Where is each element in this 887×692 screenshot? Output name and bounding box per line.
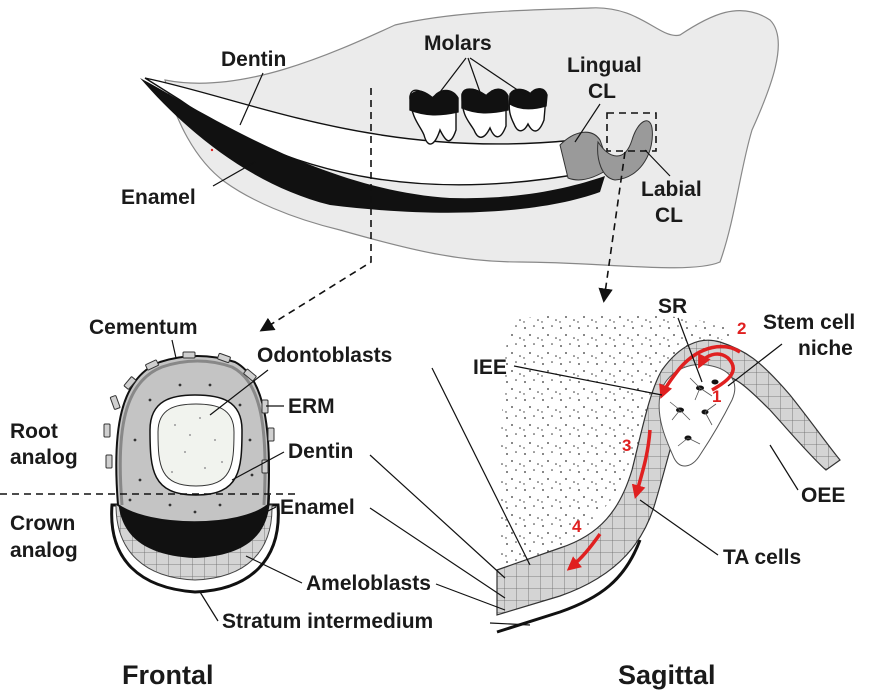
label-lingual-cl-line2: CL xyxy=(588,80,616,103)
label-erm: ERM xyxy=(288,395,335,418)
label-stem-cell-niche-line1: Stem cell xyxy=(763,311,855,334)
label-molars: Molars xyxy=(424,32,492,55)
label-iee: IEE xyxy=(473,356,507,379)
label-lingual-cl-line1: Lingual xyxy=(567,54,642,77)
label-crown-analog-line2: analog xyxy=(10,539,78,562)
label-crown-analog-line1: Crown xyxy=(10,512,75,535)
label-labial-cl-line1: Labial xyxy=(641,178,702,201)
label-enamel-top: Enamel xyxy=(121,186,196,209)
leader-oee xyxy=(770,445,798,490)
label-stratum-intermedium: Stratum intermedium xyxy=(222,610,433,633)
view-title-sagittal: Sagittal xyxy=(618,660,716,690)
label-stem-cell-niche-line2: niche xyxy=(798,337,853,360)
frontal-pulp xyxy=(158,404,234,486)
label-cementum: Cementum xyxy=(89,316,198,339)
step-number-2: 2 xyxy=(737,319,746,338)
leader-stratum-frontal xyxy=(200,592,218,621)
label-oee: OEE xyxy=(801,484,845,507)
label-dentin-top: Dentin xyxy=(221,48,286,71)
sagittal-section xyxy=(497,313,840,632)
label-labial-cl-line2: CL xyxy=(655,204,683,227)
label-dentin-frontal: Dentin xyxy=(288,440,353,463)
label-ameloblasts: Ameloblasts xyxy=(306,572,431,595)
label-root-analog-line2: analog xyxy=(10,446,78,469)
leader-cementum xyxy=(172,340,176,358)
label-root-analog-line1: Root xyxy=(10,420,58,443)
step-number-4: 4 xyxy=(572,517,582,536)
label-odontoblasts: Odontoblasts xyxy=(257,344,392,367)
step-number-3: 3 xyxy=(622,436,631,455)
step-number-1: 1 xyxy=(712,387,721,406)
view-title-frontal: Frontal xyxy=(122,660,214,690)
label-sr: SR xyxy=(658,295,687,318)
label-ta-cells: TA cells xyxy=(723,546,801,569)
leader-ta-cells xyxy=(640,500,718,555)
leader-ameloblasts-sagittal xyxy=(436,584,505,610)
label-enamel-frontal: Enamel xyxy=(280,496,355,519)
